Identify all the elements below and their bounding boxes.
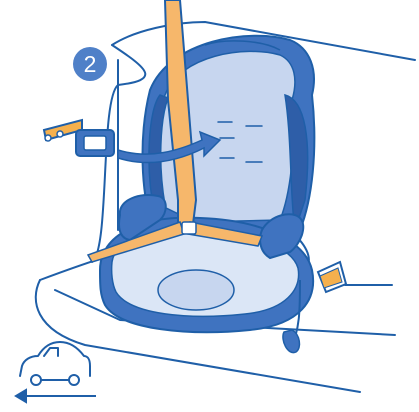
belt-buckle	[182, 222, 196, 234]
car-outline-icon	[20, 342, 90, 385]
booster-seat	[100, 36, 314, 332]
travel-direction-arrow-icon	[16, 390, 96, 402]
seat-base-center-pad	[158, 270, 234, 310]
belt-guide-clip-icon	[44, 120, 114, 156]
step-badge: 2	[73, 47, 107, 81]
step-number: 2	[84, 51, 97, 77]
